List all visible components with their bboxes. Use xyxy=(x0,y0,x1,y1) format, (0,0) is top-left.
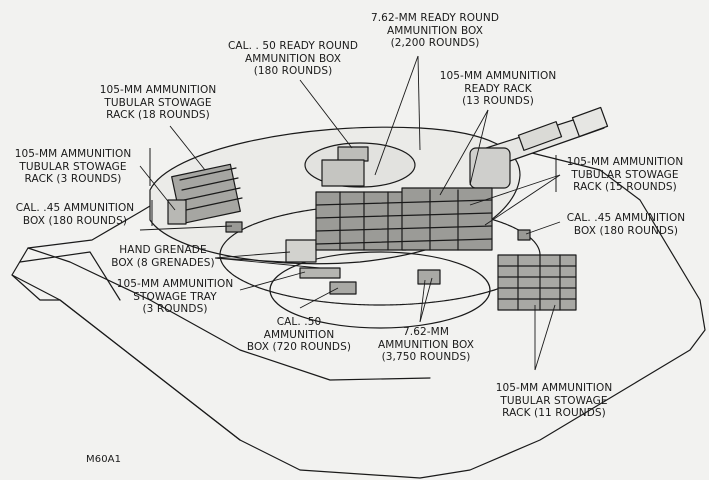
rack-18-rounds xyxy=(171,163,243,225)
muzzle xyxy=(571,106,609,138)
model-tag: M60A1 xyxy=(86,454,122,465)
r762-ready-box xyxy=(321,159,365,187)
cal50-720-box xyxy=(329,281,357,295)
rack-cluster-center xyxy=(315,187,493,251)
r762-3750-box xyxy=(417,269,441,285)
front-glacis xyxy=(11,274,241,441)
bore-evacuator xyxy=(517,121,563,151)
hull-side-line xyxy=(27,247,431,381)
gun-mantlet xyxy=(469,147,511,189)
stowage-tray xyxy=(299,267,341,279)
turret-basket xyxy=(269,251,491,329)
cal50-ready-box xyxy=(337,146,369,162)
fender-left xyxy=(19,251,121,301)
rack-3-rounds xyxy=(167,199,187,225)
cal45-right-box xyxy=(517,229,531,241)
rack-11-rounds xyxy=(497,254,577,311)
grenade-box xyxy=(285,239,317,263)
leader-lines xyxy=(139,55,561,371)
cal45-left-box xyxy=(225,221,243,233)
